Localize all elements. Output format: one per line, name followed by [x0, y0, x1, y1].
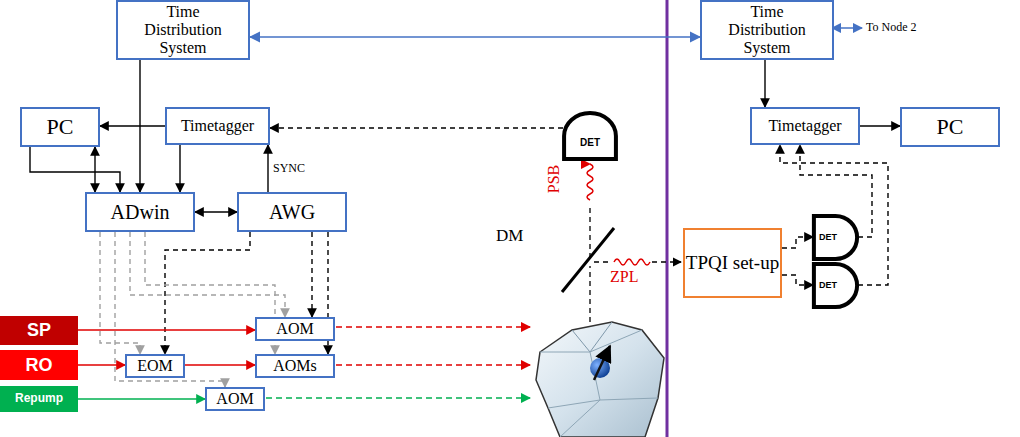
- connector: [100, 125, 165, 126]
- edge-label: SYNC: [273, 161, 305, 176]
- connector: [860, 125, 900, 126]
- connector: [94, 147, 95, 192]
- node-text: AOM: [216, 390, 253, 408]
- collection-beam: [589, 204, 590, 258]
- laser-source: RO: [0, 350, 78, 380]
- diagram-label: PSB: [545, 165, 563, 193]
- connector: [267, 145, 268, 192]
- diamond-facet: [572, 322, 612, 352]
- connector: [78, 329, 255, 330]
- process-box: Time Distribution System: [700, 0, 834, 60]
- link-arrow: [832, 27, 862, 29]
- dichroic-mirror: [562, 228, 614, 292]
- diamond-facet: [540, 330, 658, 437]
- process-box: Timetagger: [165, 107, 270, 145]
- connector: [78, 364, 125, 365]
- laser-beam: [266, 397, 530, 399]
- node-text: PC: [937, 115, 964, 140]
- node-text: Timetagger: [181, 117, 254, 135]
- connector: [195, 211, 237, 212]
- detector-shape: [814, 216, 857, 259]
- zpl-beam: [652, 261, 681, 262]
- process-box: AOM: [255, 317, 335, 341]
- diagram-label: ZPL: [610, 268, 638, 286]
- node-text: Time Distribution System: [134, 3, 232, 57]
- detector-symbol: DET: [813, 263, 858, 308]
- detector-shape: [564, 113, 616, 159]
- node-text: EOM: [137, 357, 173, 375]
- connector: [179, 145, 180, 192]
- process-box: AOMs: [255, 354, 335, 378]
- node-text: Time Distribution System: [718, 3, 816, 57]
- node-text: PC: [47, 115, 74, 140]
- process-box: PC: [20, 107, 100, 147]
- connector: [130, 232, 285, 317]
- zpl-wave: [614, 259, 650, 265]
- detector-shape: [814, 264, 857, 307]
- node-text: DET: [819, 232, 837, 242]
- process-box: Time Distribution System: [116, 0, 250, 60]
- node-divider: [666, 0, 669, 437]
- laser-beam: [336, 326, 530, 328]
- spin-arrow: [594, 346, 610, 380]
- connector: [782, 237, 813, 248]
- laser-source: Repump: [0, 386, 78, 412]
- node-text: RO: [26, 355, 53, 375]
- psb-wave: [587, 164, 593, 200]
- process-box: ADwin: [85, 192, 195, 232]
- process-box: Timetagger: [750, 107, 860, 145]
- connector: [30, 147, 120, 192]
- node-text: Repump: [15, 392, 63, 405]
- detector-symbol: DET: [813, 215, 858, 260]
- zpl-beam: [594, 261, 612, 262]
- node-text: Timetagger: [768, 117, 841, 135]
- node-text: SP: [27, 320, 51, 340]
- connector: [311, 232, 312, 317]
- detector-symbol: DET: [563, 112, 617, 160]
- node-text: AWG: [269, 201, 315, 223]
- node-text: DET: [580, 137, 600, 148]
- connector: [115, 232, 225, 387]
- process-box: PC: [900, 107, 1000, 147]
- process-box: AWG: [237, 192, 347, 232]
- diagram-label: To Node 2: [866, 20, 916, 35]
- node-text: AOM: [276, 320, 313, 338]
- connector: [250, 36, 700, 38]
- connector: [782, 275, 813, 285]
- laser-source: SP: [0, 316, 78, 345]
- diamond-sample: [536, 322, 664, 437]
- process-box: AOM: [205, 387, 265, 411]
- connector: [270, 127, 563, 128]
- process-box: EOM: [125, 354, 185, 378]
- node-text: AOMs: [273, 357, 317, 375]
- laser-beam: [336, 364, 530, 366]
- connector: [764, 60, 765, 107]
- detector-outline: [563, 112, 617, 160]
- connector: [165, 232, 250, 354]
- setup-box: TPQI set-up: [683, 228, 782, 298]
- connector: [100, 232, 140, 354]
- connector: [78, 398, 205, 399]
- node-text: DET: [819, 280, 837, 290]
- collection-beam: [589, 266, 590, 322]
- connector: [185, 364, 255, 365]
- node-text: ADwin: [111, 201, 170, 223]
- diagram-label: DM: [496, 226, 523, 246]
- node-text: TPQI set-up: [686, 252, 779, 273]
